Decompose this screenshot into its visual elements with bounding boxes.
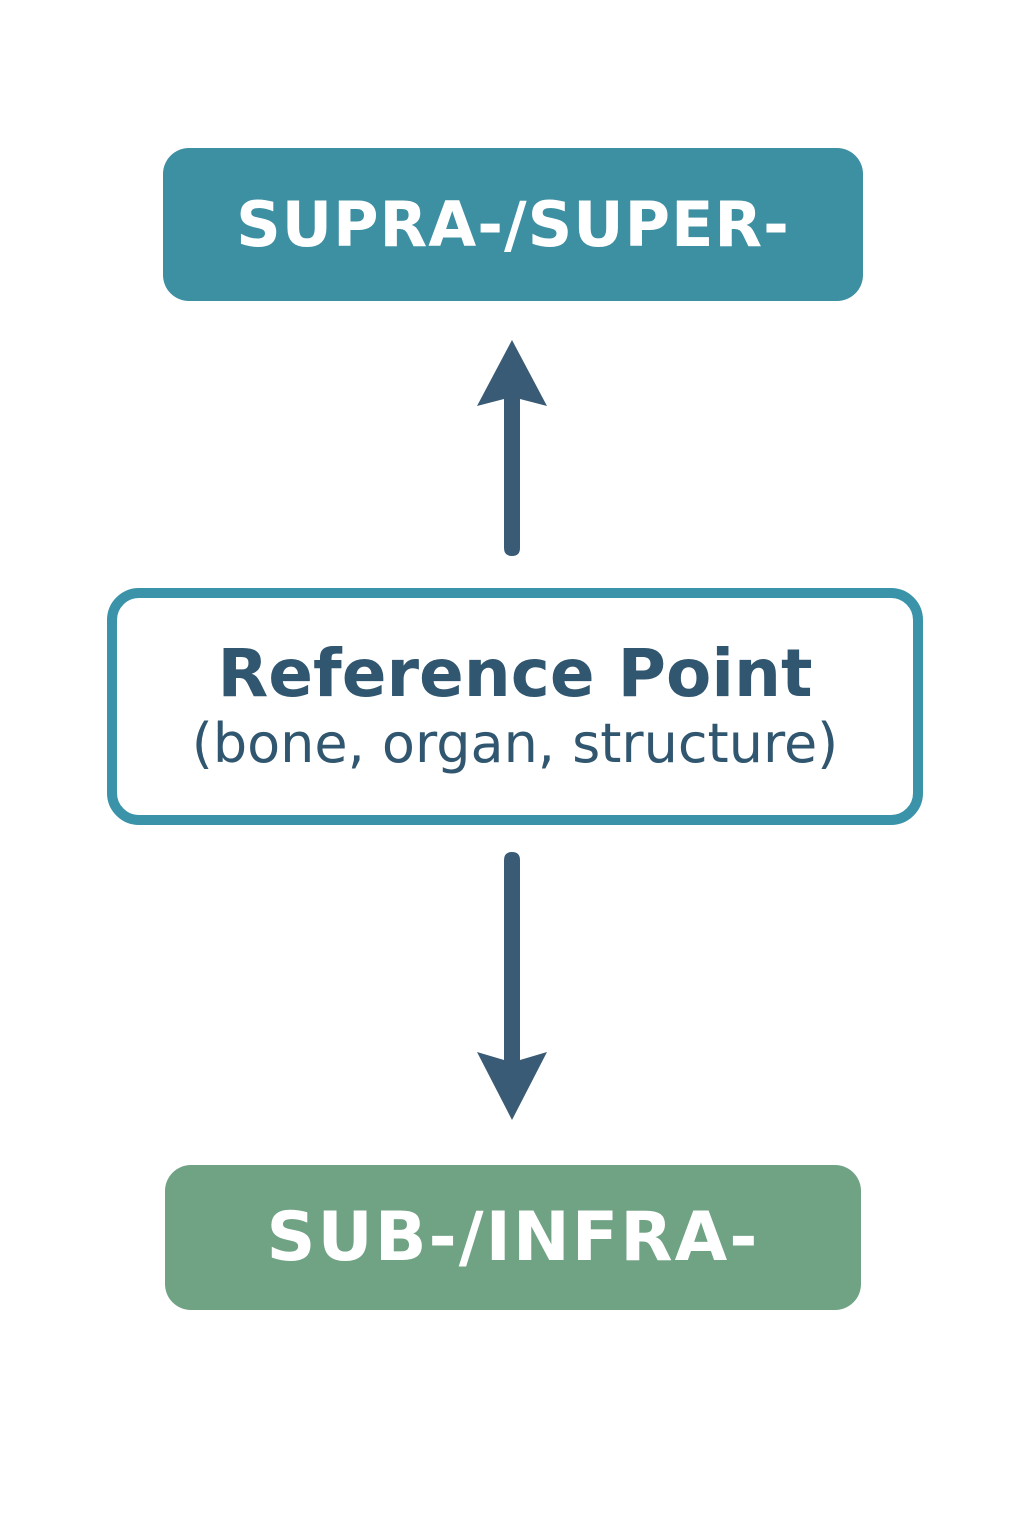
- arrow-up-shape: [477, 340, 547, 556]
- arrow-down-icon: [477, 852, 547, 1120]
- arrow-down-shape: [477, 852, 547, 1120]
- reference-point-title: Reference Point: [217, 635, 813, 713]
- sub-infra-box: SUB-/INFRA-: [165, 1165, 861, 1310]
- arrow-up-icon: [477, 340, 547, 556]
- supra-super-label: SUPRA-/SUPER-: [236, 187, 790, 261]
- reference-point-subtitle: (bone, organ, structure): [191, 711, 839, 775]
- supra-super-box: SUPRA-/SUPER-: [163, 148, 863, 301]
- sub-infra-label: SUB-/INFRA-: [266, 1197, 760, 1277]
- reference-point-box: Reference Point (bone, organ, structure): [107, 588, 923, 825]
